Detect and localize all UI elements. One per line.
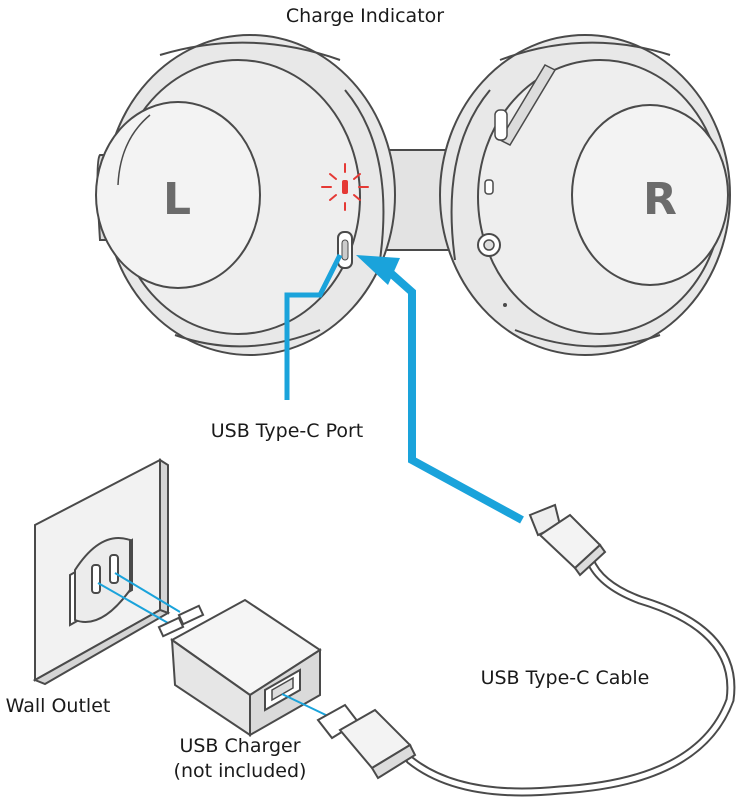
usb-charger-illustration xyxy=(157,598,322,737)
label-usb-port: USB Type-C Port xyxy=(211,420,364,442)
label-usb-cable: USB Type-C Cable xyxy=(481,667,650,689)
charger-connection-line xyxy=(281,693,331,718)
usb-port-pointer xyxy=(284,253,343,400)
right-earcup xyxy=(439,34,731,356)
left-earcup xyxy=(95,34,396,356)
label-charge-indicator: Charge Indicator xyxy=(286,5,444,27)
label-not-included: (not included) xyxy=(174,760,307,782)
left-ear-label: L xyxy=(163,174,191,225)
plug-connection-line xyxy=(97,572,181,624)
wall-outlet-illustration xyxy=(32,458,171,686)
usb-cable-illustration xyxy=(316,503,736,797)
right-ear-label: R xyxy=(643,174,677,225)
label-usb-charger: USB Charger xyxy=(179,735,300,757)
cable-insert-arrow xyxy=(356,255,524,524)
charge-indicator-glow-icon xyxy=(321,163,369,211)
label-wall-outlet: Wall Outlet xyxy=(6,695,111,717)
